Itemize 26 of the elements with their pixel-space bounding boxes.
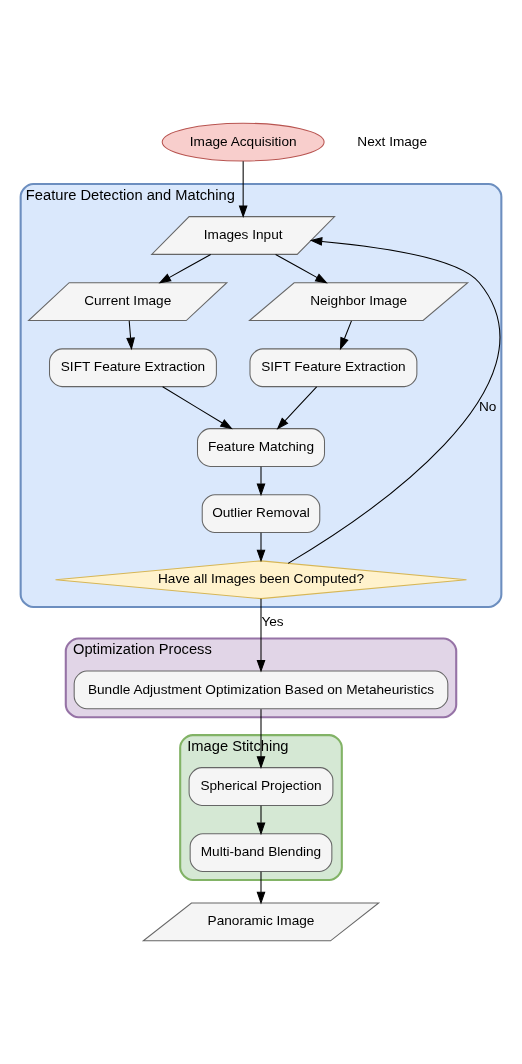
node-box: Outlier Removal: [201, 494, 321, 534]
arrow: [238, 160, 248, 219]
node-box: SIFT Feature Extraction: [49, 348, 217, 388]
arrow: [256, 598, 266, 673]
edge-label: No: [478, 399, 497, 415]
node-box: Feature Matching: [196, 428, 326, 467]
node-diamond: Have all Images been Computed?: [55, 560, 467, 600]
edge-label: Yes: [261, 614, 284, 630]
node-ellipse: Image Acquisition: [161, 122, 325, 162]
arrow: [158, 254, 212, 284]
arrow: [287, 237, 501, 564]
node-box: Multi-band Blending: [189, 833, 333, 873]
label: Next Image: [357, 133, 428, 149]
arrow: [276, 386, 318, 430]
arrow: [256, 871, 266, 905]
arrow: [256, 466, 266, 497]
arrow: [256, 708, 266, 769]
arrow: [126, 320, 135, 351]
arrow: [256, 532, 266, 563]
arrow: [275, 254, 328, 284]
node-box: Bundle Adjustment Optimization Based on Metaheuristics: [73, 670, 449, 710]
node-box: Spherical Projection: [188, 767, 334, 806]
arrow: [162, 386, 233, 430]
arrow: [339, 320, 352, 351]
arrow: [256, 805, 266, 836]
node-box: SIFT Feature Extraction: [249, 348, 418, 388]
